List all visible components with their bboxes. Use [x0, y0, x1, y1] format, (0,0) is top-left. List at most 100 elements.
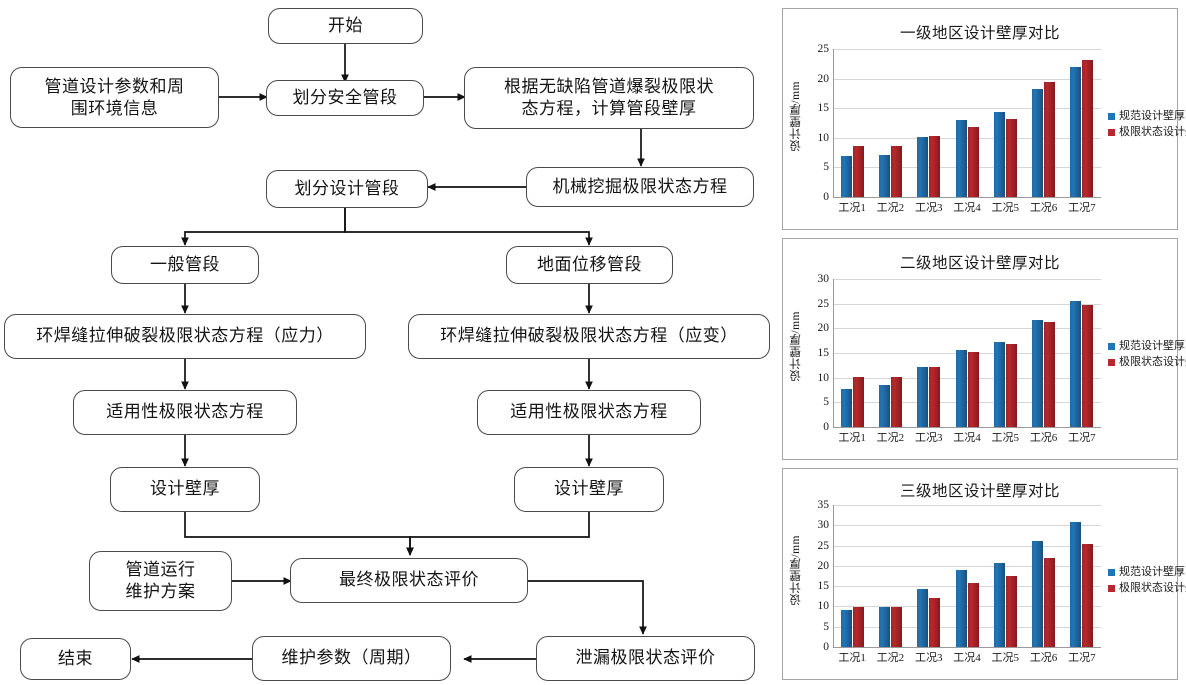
chart-bar [993, 111, 1005, 197]
chart-legend-item: 规范设计壁厚 [1108, 109, 1186, 125]
flow-node-serviceability-left-label: 适用性极限状态方程 [106, 402, 264, 422]
chart-bar [1082, 60, 1094, 197]
flow-node-start[interactable]: 开始 [268, 8, 423, 44]
chart-gridline [833, 377, 1101, 379]
chart-x-tick-label: 工况3 [914, 652, 943, 664]
chart-x-tick-label: 工况4 [953, 202, 981, 214]
chart-bar [917, 366, 929, 427]
chart-gridline [833, 328, 1101, 330]
chart-bar [993, 562, 1005, 647]
flow-node-divide-design-section[interactable]: 划分设计管段 [266, 170, 428, 208]
flow-node-leak-limit-state-evaluation[interactable]: 泄漏极限状态评价 [536, 636, 755, 681]
chart-y-tick-label: 0 [823, 640, 829, 653]
chart-bar [967, 127, 979, 197]
chart-bar [878, 606, 890, 647]
chart-x-tick-label: 工况2 [876, 202, 905, 214]
chart-ylabel-3: 设计壁厚/mm [790, 535, 802, 606]
chart-bar [1044, 321, 1056, 427]
flow-node-divide-design-section-label: 划分设计管段 [294, 178, 400, 198]
chart-bar [917, 136, 929, 197]
flow-node-maintenance-plan-label: 管道运行 维护方案 [125, 560, 196, 601]
chart-bar [955, 349, 967, 427]
chart-gridline [833, 78, 1101, 80]
chart-gridline [833, 49, 1101, 50]
flow-node-mechanical-excavation[interactable]: 机械挖掘极限状态方程 [526, 167, 754, 207]
chart-bar [1032, 540, 1044, 647]
flowchart: 开始 管道设计参数和周 围环境信息 划分安全管段 根据无缺陷管道爆裂极限状 态方… [4, 8, 770, 681]
chart-x-tick-label: 工况5 [991, 652, 1020, 664]
chart-y-tick-label: 0 [823, 420, 829, 433]
chart-x-tick-label: 工况1 [838, 652, 866, 664]
flow-node-weld-tensile-stress-label: 环焊缝拉伸破裂极限状态方程（应力） [36, 326, 334, 346]
chart-y-tick-label: 15 [817, 101, 830, 114]
flow-node-general-section[interactable]: 一般管段 [111, 246, 259, 284]
chart-y-tick-label: 15 [817, 346, 830, 359]
chart-bar [1005, 343, 1017, 427]
chart-y-tick-label: 10 [817, 371, 830, 384]
chart-bar [1044, 558, 1056, 647]
chart-legend-label: 规范设计壁厚 [1119, 566, 1185, 578]
flow-node-design-thickness-right-label: 设计壁厚 [554, 479, 624, 499]
chart-x-tick-label: 工况7 [1068, 202, 1096, 214]
chart-bar [852, 606, 864, 647]
chart-legend-item: 极限状态设计壁厚 [1108, 581, 1186, 597]
flow-node-maintenance-parameters[interactable]: 维护参数（周期） [252, 636, 451, 681]
chart-bar [1044, 82, 1056, 197]
flow-node-maintenance-plan[interactable]: 管道运行 维护方案 [89, 551, 232, 611]
chart-gridline [833, 167, 1101, 169]
flow-node-leak-limit-state-evaluation-label: 泄漏极限状态评价 [575, 648, 716, 668]
chart-legend-label: 极限状态设计壁厚 [1119, 355, 1186, 368]
flow-node-burst-limit-state[interactable]: 根据无缺陷管道爆裂极限状 态方程，计算管段壁厚 [464, 67, 754, 129]
chart-legend-item: 极限状态设计壁厚 [1108, 355, 1186, 371]
chart-y-tick-label: 20 [817, 72, 830, 85]
chart-gridline [833, 525, 1101, 527]
flow-node-design-params[interactable]: 管道设计参数和周 围环境信息 [10, 67, 219, 128]
chart-gridline [833, 303, 1101, 305]
chart-y-tick-label: 20 [817, 322, 830, 335]
chart-bar [929, 366, 941, 427]
chart-x-tick-label: 工况1 [838, 432, 866, 444]
flow-node-weld-tensile-strain[interactable]: 环焊缝拉伸破裂极限状态方程（应变） [408, 314, 770, 359]
chart-bar [1005, 576, 1017, 647]
chart-bar [840, 609, 852, 647]
chart-legend-item: 规范设计壁厚 [1108, 339, 1186, 355]
flow-node-burst-limit-state-label: 根据无缺陷管道爆裂极限状 态方程，计算管段壁厚 [504, 77, 714, 118]
flow-node-design-thickness-left[interactable]: 设计壁厚 [110, 467, 260, 512]
chart-gridline [833, 353, 1101, 354]
chart-y-tick-label: 25 [817, 539, 830, 552]
chart-x-axis [833, 427, 1101, 429]
chart-x-tick-label: 工况1 [838, 202, 866, 214]
flow-node-serviceability-right[interactable]: 适用性极限状态方程 [477, 390, 701, 435]
chart-y-tick-label: 25 [817, 42, 830, 55]
flow-node-maintenance-parameters-label: 维护参数（周期） [281, 648, 422, 668]
chart-gridline [833, 626, 1101, 628]
flow-node-design-thickness-right[interactable]: 设计壁厚 [514, 467, 664, 512]
flow-node-divide-safe-section[interactable]: 划分安全管段 [266, 80, 424, 116]
chart-bar [852, 376, 864, 427]
flow-node-weld-tensile-stress[interactable]: 环焊缝拉伸破裂极限状态方程（应力） [4, 314, 366, 359]
flow-node-end[interactable]: 结束 [20, 638, 131, 680]
chart-y-axis [833, 505, 835, 647]
chart-y-tick-label: 30 [817, 519, 830, 532]
chart-bar [1070, 522, 1082, 647]
chart-bar [1070, 301, 1082, 427]
chart-legend-swatch [1108, 585, 1115, 593]
chart-legend-swatch [1108, 343, 1115, 351]
chart-gridline [833, 402, 1101, 404]
flow-node-ground-displacement-section[interactable]: 地面位移管段 [506, 246, 673, 284]
chart-legend-item: 极限状态设计壁厚 [1108, 125, 1186, 141]
chart-legend-swatch [1108, 569, 1115, 577]
chart-x-tick-label: 工况2 [876, 432, 905, 444]
chart-bar [878, 384, 890, 427]
flow-node-serviceability-left[interactable]: 适用性极限状态方程 [73, 390, 297, 435]
chart-gridline [833, 545, 1101, 547]
chart-gridline [833, 586, 1101, 588]
chart-x-tick-label: 工况5 [991, 432, 1020, 444]
chart-bar [890, 606, 902, 647]
chart-gridline [833, 505, 1101, 506]
chart-x-tick-label: 工况4 [953, 652, 981, 664]
flow-node-final-limit-state-evaluation[interactable]: 最终极限状态评价 [290, 558, 528, 603]
